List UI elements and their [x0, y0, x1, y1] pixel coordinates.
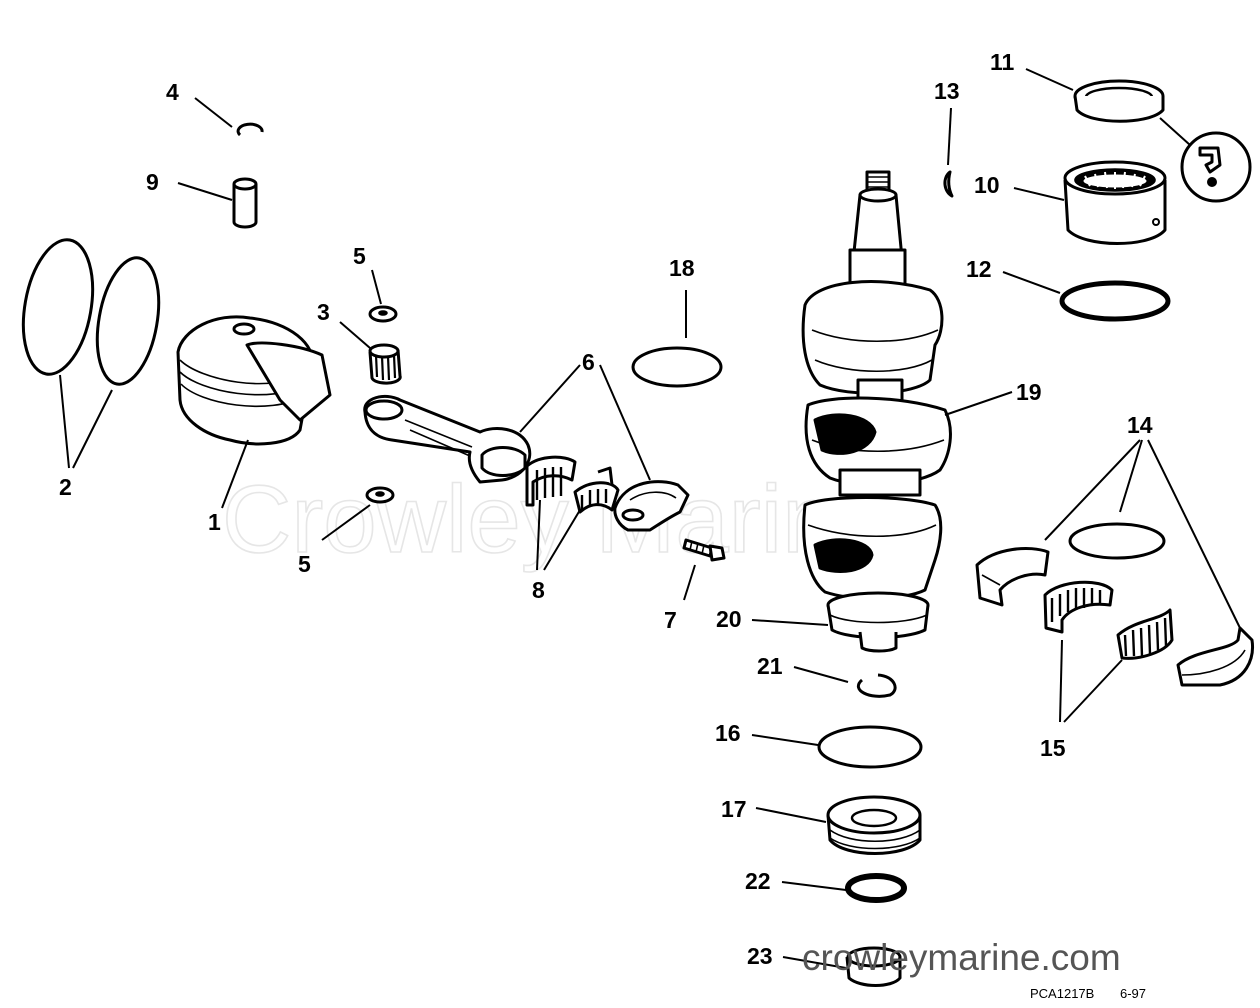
part-5-thrust-washer-upper — [368, 305, 398, 323]
callout-4: 4 — [166, 79, 179, 105]
callout-3: 3 — [317, 299, 330, 325]
callout-7: 7 — [664, 607, 677, 633]
callout-labels: 4 9 5 3 2 1 5 6 8 7 18 11 13 10 12 19 14… — [59, 49, 1153, 969]
part-13-retaining-ring — [943, 170, 954, 198]
callout-5-upper: 5 — [353, 243, 366, 269]
part-8-rod-bearing — [525, 455, 620, 514]
part-20-crankshaft-lower-bearing — [826, 591, 930, 653]
part-14-main-bearing-ring — [1068, 522, 1166, 560]
part-22-oil-seal — [845, 873, 907, 903]
callout-11: 11 — [990, 49, 1015, 75]
part-5-thrust-washer-lower — [365, 486, 395, 504]
callout-1: 1 — [208, 509, 221, 535]
callout-17: 17 — [721, 796, 747, 822]
callout-16: 16 — [715, 720, 741, 746]
part-14-main-bearing-half-right — [1176, 626, 1255, 687]
callout-15: 15 — [1040, 735, 1066, 761]
site-url-text: crowleymarine.com — [802, 937, 1121, 978]
part-10-roller-bearing — [1063, 160, 1167, 245]
callout-14: 14 — [1127, 412, 1153, 438]
part-14-main-bearing-half-left — [975, 546, 1050, 607]
callout-20: 20 — [716, 606, 742, 632]
part-15-needle-bearing-right — [1116, 608, 1174, 660]
callout-10: 10 — [974, 172, 1000, 198]
callout-19: 19 — [1016, 379, 1042, 405]
part-15-needle-bearing-left — [1043, 580, 1114, 634]
part-23-sleeve — [845, 946, 902, 987]
part-4-piston-pin-clip — [236, 122, 264, 137]
part-1-piston — [176, 315, 332, 446]
callout-8: 8 — [532, 577, 545, 603]
drawing-code: PCA1217B — [1030, 986, 1094, 1001]
part-21-snap-ring — [857, 673, 897, 698]
part-17-bearing-retainer — [826, 795, 922, 855]
drawing-date: 6-97 — [1120, 986, 1146, 1001]
part-19-crankshaft — [801, 170, 952, 601]
part-16-o-ring — [817, 725, 923, 769]
watermark-text: Crowley Marine — [222, 466, 889, 573]
part-3-needle-bearing — [368, 343, 402, 385]
part-2-piston-rings — [21, 238, 161, 386]
callout-22: 22 — [745, 868, 771, 894]
detail-view-circle — [1180, 131, 1252, 203]
callout-5-lower: 5 — [298, 551, 311, 577]
part-18-o-ring — [631, 346, 723, 388]
callout-6: 6 — [582, 349, 595, 375]
leader-lines — [59, 68, 1241, 969]
part-12-o-ring — [1059, 280, 1171, 322]
part-7-rod-cap-screw — [682, 538, 726, 562]
connecting-rod — [363, 395, 532, 484]
callout-12: 12 — [966, 256, 992, 282]
callout-9: 9 — [146, 169, 159, 195]
part-9-piston-pin — [232, 177, 258, 229]
callout-13: 13 — [934, 78, 960, 104]
callout-23: 23 — [747, 943, 773, 969]
callout-18: 18 — [669, 255, 695, 281]
part-11-seal-ring — [1073, 79, 1165, 123]
part-6-rod-cap — [613, 480, 690, 532]
callout-21: 21 — [757, 653, 783, 679]
callout-2: 2 — [59, 474, 72, 500]
